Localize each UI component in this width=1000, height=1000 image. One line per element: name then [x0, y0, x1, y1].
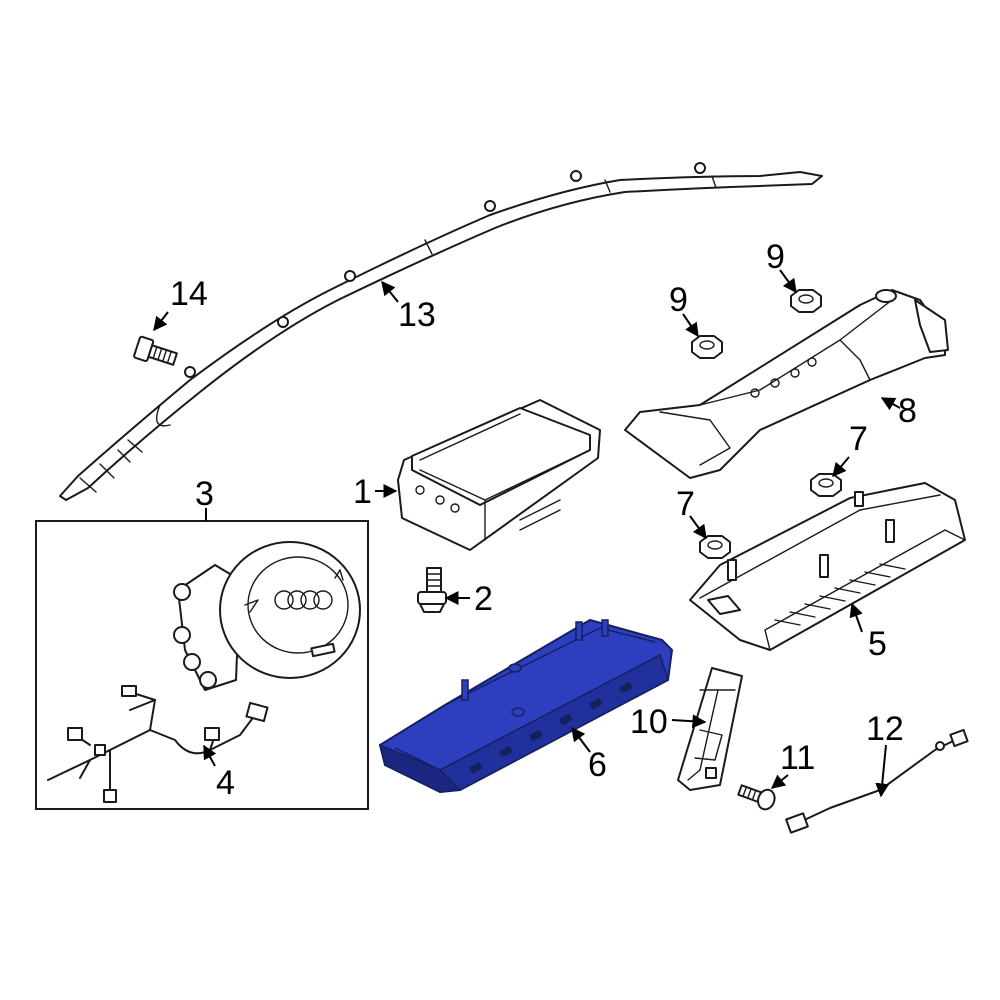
curtain-airbag-part-13[interactable]: [59, 162, 823, 501]
callout-9b: 9: [766, 238, 785, 276]
passenger-airbag-part-1[interactable]: [397, 399, 601, 551]
audi-rings-logo: [274, 590, 333, 610]
bracket-part-8[interactable]: [624, 289, 949, 479]
callout-7b: 7: [676, 485, 695, 523]
driver-airbag-part-3[interactable]: [173, 541, 361, 691]
nut-part-9a[interactable]: [691, 335, 723, 359]
callout-14: 14: [170, 275, 208, 313]
callout-12: 12: [866, 710, 904, 748]
callout-4: 4: [216, 764, 235, 802]
callout-10: 10: [630, 703, 668, 741]
knee-airbag-part-5[interactable]: [689, 482, 966, 651]
screw-part-11[interactable]: [737, 781, 778, 812]
callout-13: 13: [398, 296, 436, 334]
bolt-part-2[interactable]: [417, 567, 447, 613]
nut-part-7a[interactable]: [810, 473, 842, 497]
callout-7a: 7: [849, 420, 868, 458]
callout-2: 2: [474, 580, 493, 618]
callout-11: 11: [780, 739, 815, 777]
callout-9a: 9: [669, 281, 688, 319]
callout-8: 8: [898, 392, 917, 430]
callout-1: 1: [353, 473, 372, 511]
trim-part-10[interactable]: [677, 667, 743, 791]
leader-lines: [153, 269, 901, 798]
nut-part-7b[interactable]: [699, 535, 731, 559]
bolt-part-14[interactable]: [133, 335, 179, 369]
callout-6: 6: [588, 746, 607, 784]
callout-3: 3: [195, 475, 214, 513]
nut-part-9b[interactable]: [790, 289, 822, 313]
callout-labels: 1 2 3 4 5 6 7 7 8 9 9 10 11 12 13 14: [170, 238, 917, 802]
driver-airbag-group-box: [35, 520, 369, 810]
callout-5: 5: [868, 625, 887, 663]
airbag-module-part-6-highlighted[interactable]: [378, 619, 673, 793]
